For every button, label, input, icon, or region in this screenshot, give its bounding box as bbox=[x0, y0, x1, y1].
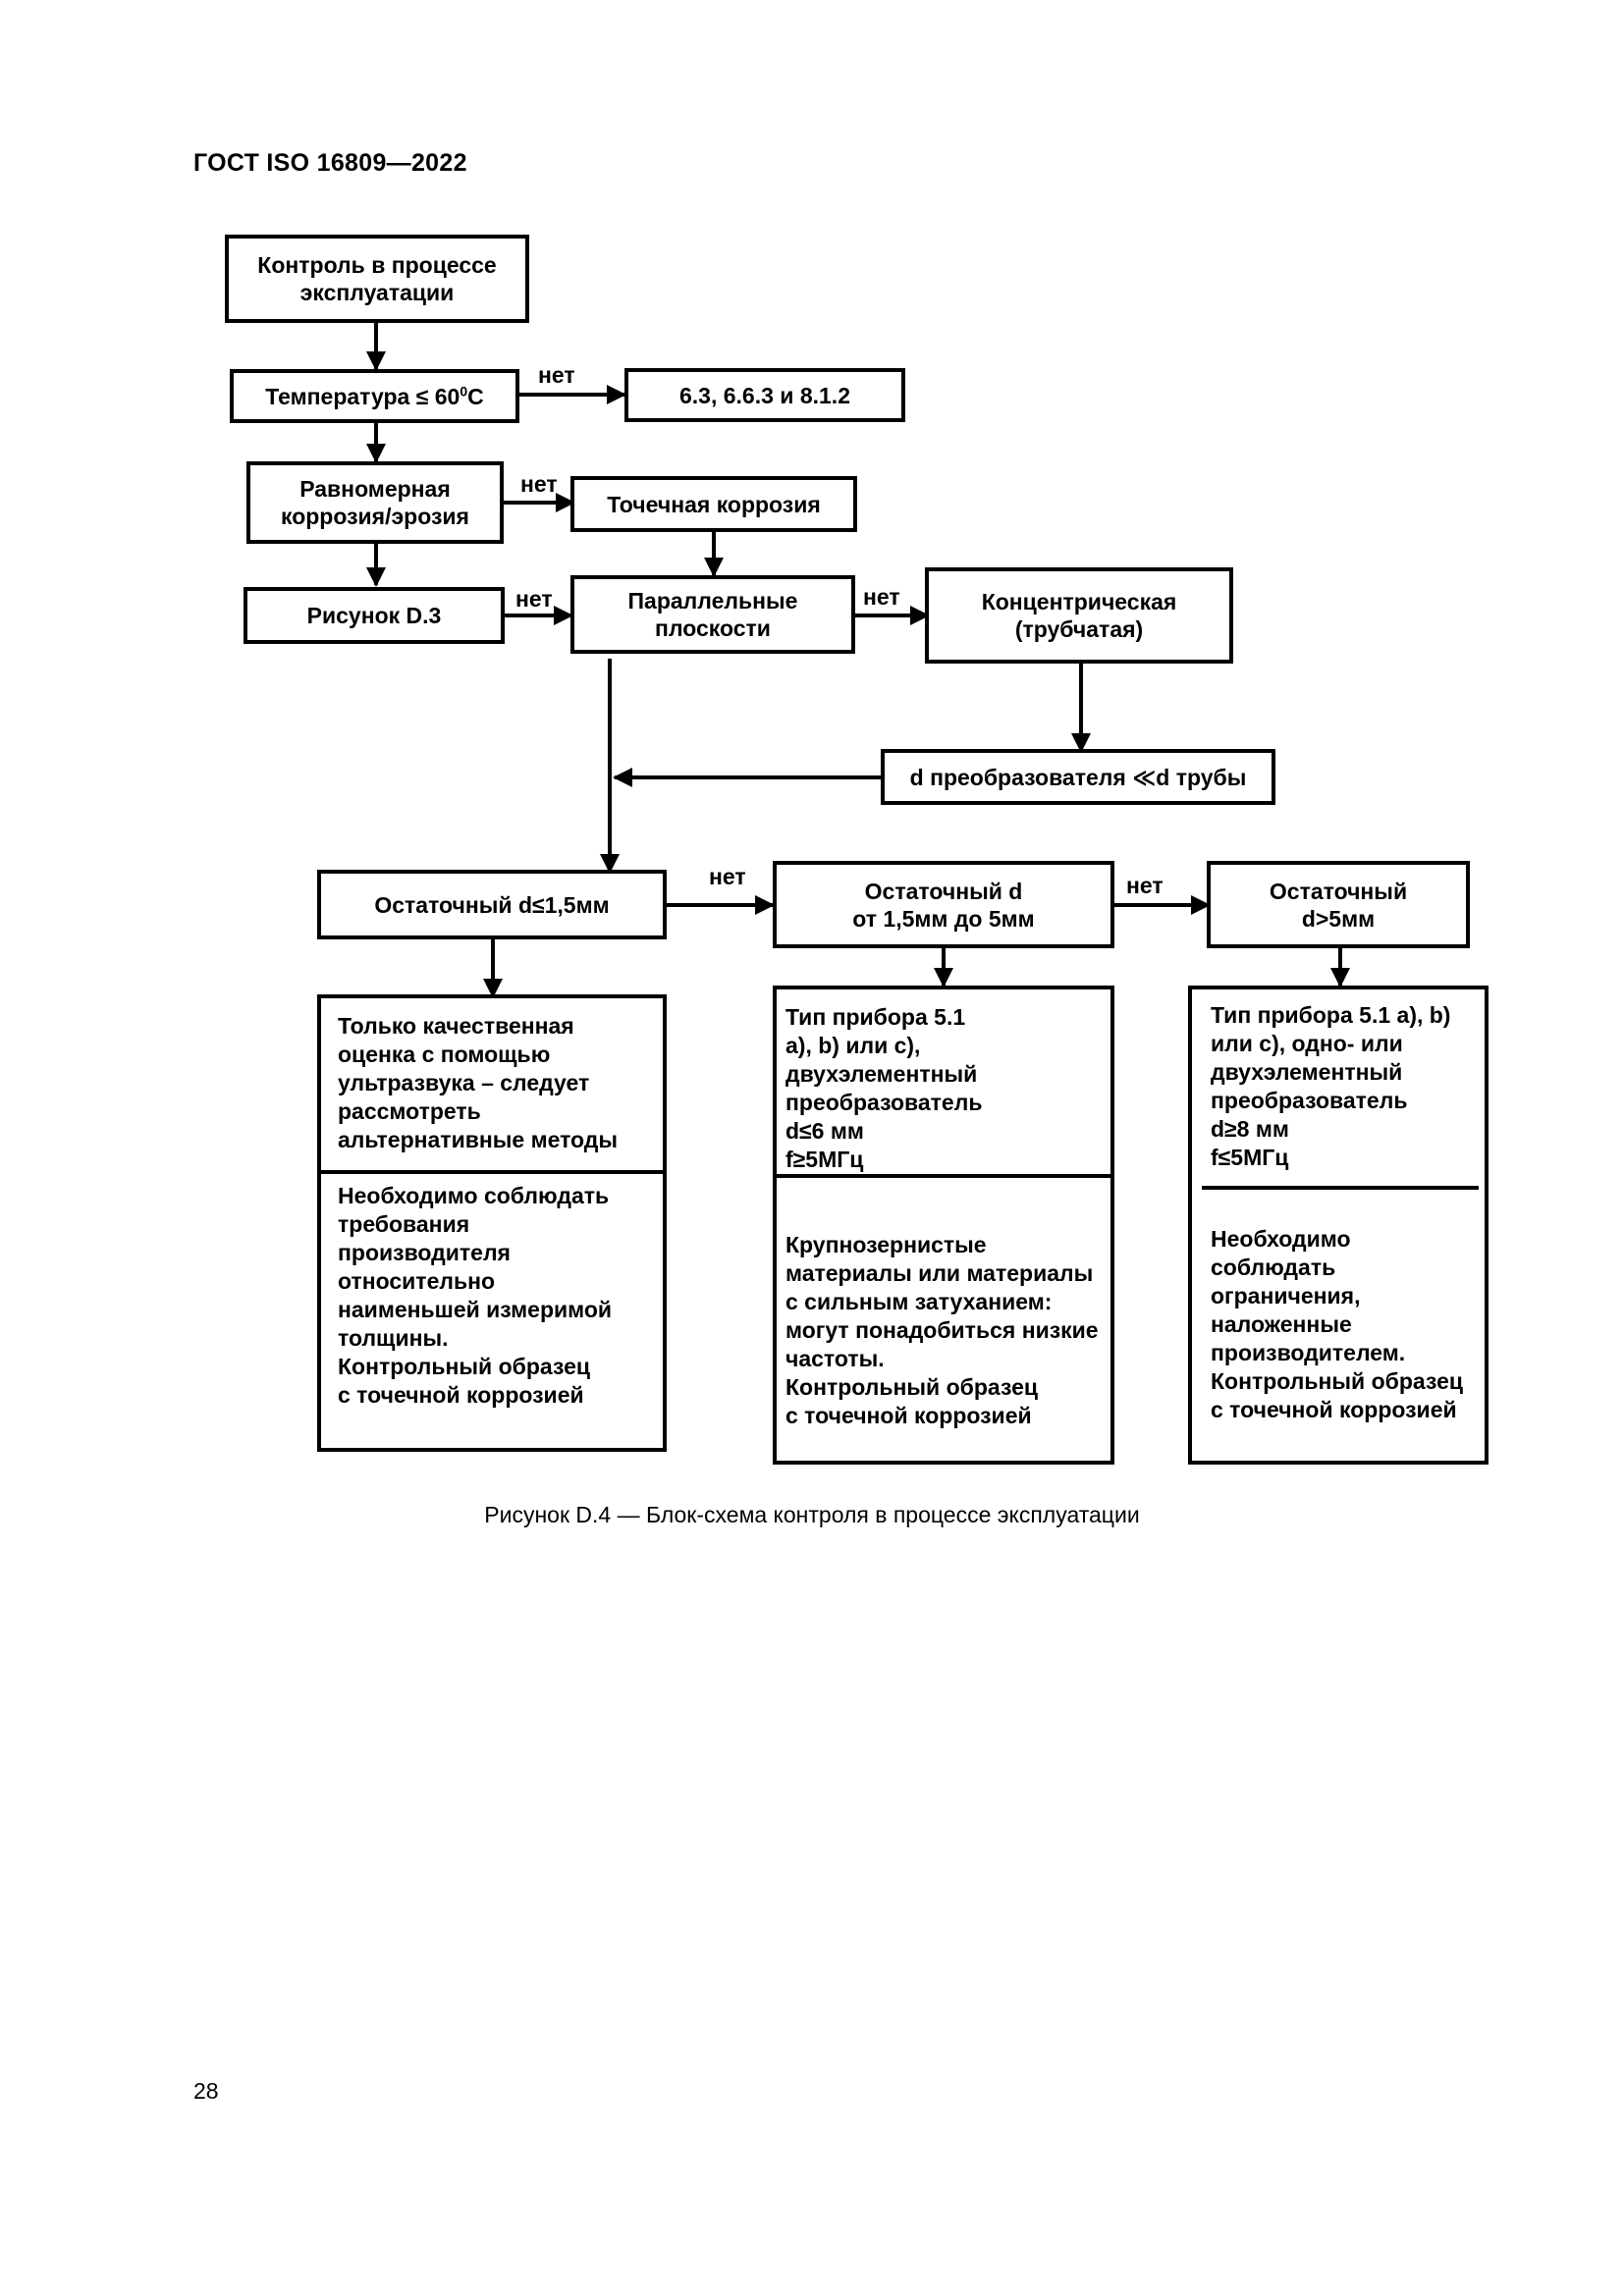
outcome-small-requirements: Необходимо соблюдать требования производ… bbox=[338, 1183, 613, 1408]
page-number: 28 bbox=[193, 2078, 219, 2104]
uniform-corrosion-box: Равномерная коррозия/эрозия bbox=[246, 461, 504, 544]
pitting-corrosion-box: Точечная коррозия bbox=[570, 476, 857, 532]
probe-diameter-label: d преобразователя ≪d трубы bbox=[909, 764, 1247, 790]
outcome-mid-box: Тип прибора 5.1 а), b) или с), двухэлеме… bbox=[773, 986, 1114, 1465]
label-no-temp: нет bbox=[538, 362, 575, 388]
refs-box: 6.3, 6.6.3 и 8.1.2 bbox=[624, 368, 905, 422]
figure-d3-box: Рисунок D.3 bbox=[244, 587, 505, 644]
outcome-large-box: Тип прибора 5.1 а), b) или с), одно- или… bbox=[1188, 986, 1489, 1465]
concentric-box: Концентрическая (трубчатая) bbox=[925, 567, 1233, 664]
label-no-figd3: нет bbox=[515, 586, 553, 612]
parallel-planes-box: Параллельные плоскости bbox=[570, 575, 855, 654]
figure-d3-label: Рисунок D.3 bbox=[306, 603, 442, 628]
label-no-mid: нет bbox=[1126, 873, 1164, 898]
outcome-large-divider bbox=[1202, 1186, 1479, 1190]
probe-diameter-box: d преобразователя ≪d трубы bbox=[881, 749, 1275, 805]
outcome-small-divider bbox=[321, 1170, 663, 1174]
temperature-label: Температура ≤ 600С bbox=[265, 383, 484, 410]
uniform-corrosion-label: Равномерная коррозия/эрозия bbox=[281, 476, 469, 529]
start-label: Контроль в процессе эксплуатации bbox=[257, 252, 497, 305]
outcome-mid-device: Тип прибора 5.1 а), b) или с), двухэлеме… bbox=[785, 1004, 983, 1172]
residual-mid-label: Остаточный d от 1,5мм до 5мм bbox=[852, 878, 1035, 932]
pitting-corrosion-label: Точечная коррозия bbox=[607, 491, 821, 517]
temperature-degree: 0 bbox=[460, 382, 468, 399]
residual-mid-box: Остаточный d от 1,5мм до 5мм bbox=[773, 861, 1114, 948]
label-no-small: нет bbox=[709, 864, 746, 889]
concentric-label: Концентрическая (трубчатая) bbox=[981, 589, 1177, 642]
residual-large-box: Остаточный d>5мм bbox=[1207, 861, 1470, 948]
temperature-label-text: Температура ≤ 60 bbox=[265, 383, 460, 409]
residual-small-label: Остаточный d≤1,5мм bbox=[374, 891, 610, 918]
residual-large-label: Остаточный d>5мм bbox=[1269, 878, 1408, 932]
label-no-uniform: нет bbox=[520, 471, 558, 497]
outcome-mid-notes: Крупнозернистые материалы или материалы … bbox=[785, 1232, 1099, 1428]
label-no-parallel: нет bbox=[863, 584, 900, 610]
outcome-small-box: Только качественная оценка с помощью уль… bbox=[317, 994, 667, 1452]
residual-small-box: Остаточный d≤1,5мм bbox=[317, 870, 667, 939]
outcome-large-device: Тип прибора 5.1 а), b) или с), одно- или… bbox=[1211, 1002, 1451, 1170]
outcome-mid-divider bbox=[777, 1174, 1110, 1178]
temperature-unit: С bbox=[467, 383, 484, 409]
temperature-box: Температура ≤ 600С bbox=[230, 369, 519, 423]
parallel-planes-label: Параллельные плоскости bbox=[627, 588, 798, 641]
figure-caption: Рисунок D.4 — Блок-схема контроля в проц… bbox=[484, 1502, 1140, 1527]
outcome-large-notes: Необходимо соблюдать ограничения, наложе… bbox=[1211, 1226, 1464, 1422]
refs-label: 6.3, 6.6.3 и 8.1.2 bbox=[679, 382, 850, 408]
document-header: ГОСТ ISO 16809—2022 bbox=[193, 149, 467, 177]
start-box: Контроль в процессе эксплуатации bbox=[225, 235, 529, 323]
outcome-small-assessment: Только качественная оценка с помощью уль… bbox=[338, 1013, 619, 1152]
